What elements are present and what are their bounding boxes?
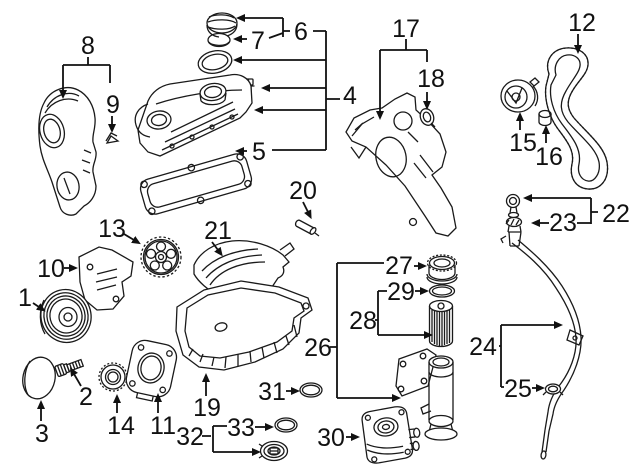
callout-17: 17 xyxy=(392,15,420,43)
seal-cap-drawing xyxy=(258,440,289,462)
oil-filter-housing-drawing xyxy=(395,348,458,441)
pulley-bolt-drawing xyxy=(54,358,85,378)
tensioner-pulley-drawing xyxy=(500,77,540,113)
callout-6: 6 xyxy=(294,18,308,46)
callout-32: 32 xyxy=(176,423,204,451)
cap-seal-ring-drawing xyxy=(197,50,233,74)
oil-cooler-drawing xyxy=(361,406,421,464)
callout-labels: 1 2 3 4 5 6 7 8 9 10 11 12 13 14 15 16 1… xyxy=(18,9,630,452)
oring-31-drawing xyxy=(299,382,323,398)
oil-filter-cap-drawing xyxy=(426,254,458,285)
callout-14: 14 xyxy=(107,412,135,440)
callout-15: 15 xyxy=(509,129,537,157)
oil-pan-drawing xyxy=(175,280,313,371)
callout-1: 1 xyxy=(18,284,32,312)
callout-23: 23 xyxy=(549,209,577,237)
valve-cover-drawing xyxy=(134,73,253,157)
callout-3: 3 xyxy=(35,420,49,448)
callout-31: 31 xyxy=(258,378,286,406)
tube-grommet-drawing xyxy=(542,383,564,396)
callout-16: 16 xyxy=(535,143,563,171)
callout-10: 10 xyxy=(37,255,65,283)
bracket-plate-drawing xyxy=(78,246,134,311)
cover-disc-drawing xyxy=(22,356,56,400)
filter-oring-drawing xyxy=(428,284,456,298)
seal-ring-drawing xyxy=(419,108,436,128)
seal-flange-drawing xyxy=(125,339,178,402)
crankshaft-sprocket-drawing xyxy=(98,362,128,392)
callout-29: 29 xyxy=(387,278,415,306)
callout-21: 21 xyxy=(204,217,232,245)
callout-19: 19 xyxy=(193,394,221,422)
leader-lines xyxy=(32,14,598,456)
callout-20: 20 xyxy=(289,177,317,205)
callout-12: 12 xyxy=(568,9,596,37)
timing-belt-drawing xyxy=(544,47,609,190)
dowel-pin-drawing xyxy=(294,219,320,237)
callout-25: 25 xyxy=(504,375,532,403)
callout-11: 11 xyxy=(150,412,176,440)
valve-cover-gasket-drawing xyxy=(139,152,253,216)
dipstick-tube-drawing xyxy=(511,239,584,460)
callout-33: 33 xyxy=(227,414,255,442)
callout-7: 7 xyxy=(251,27,265,55)
filter-element-drawing xyxy=(428,299,454,348)
oring-33-drawing xyxy=(274,417,298,433)
callout-30: 30 xyxy=(317,424,345,452)
callout-24: 24 xyxy=(469,333,497,361)
callout-2: 2 xyxy=(79,383,93,411)
callout-9: 9 xyxy=(106,91,120,119)
dipstick-funnel-drawing xyxy=(500,193,523,247)
callout-28: 28 xyxy=(349,307,377,335)
oil-filler-cap-drawing xyxy=(206,12,238,48)
cover-clip-drawing xyxy=(105,132,120,144)
callout-13: 13 xyxy=(98,215,126,243)
callout-18: 18 xyxy=(417,65,445,93)
timing-cover-upper-drawing xyxy=(38,87,97,216)
callout-26: 26 xyxy=(304,334,332,362)
crankshaft-pulley-drawing xyxy=(39,288,92,344)
callout-27: 27 xyxy=(385,252,413,280)
callout-8: 8 xyxy=(81,32,95,60)
callout-4: 4 xyxy=(343,82,357,110)
camshaft-gear-drawing xyxy=(140,236,182,278)
timing-cover-lower-drawing xyxy=(345,92,457,237)
callout-5: 5 xyxy=(252,138,266,166)
callout-22: 22 xyxy=(602,200,630,228)
